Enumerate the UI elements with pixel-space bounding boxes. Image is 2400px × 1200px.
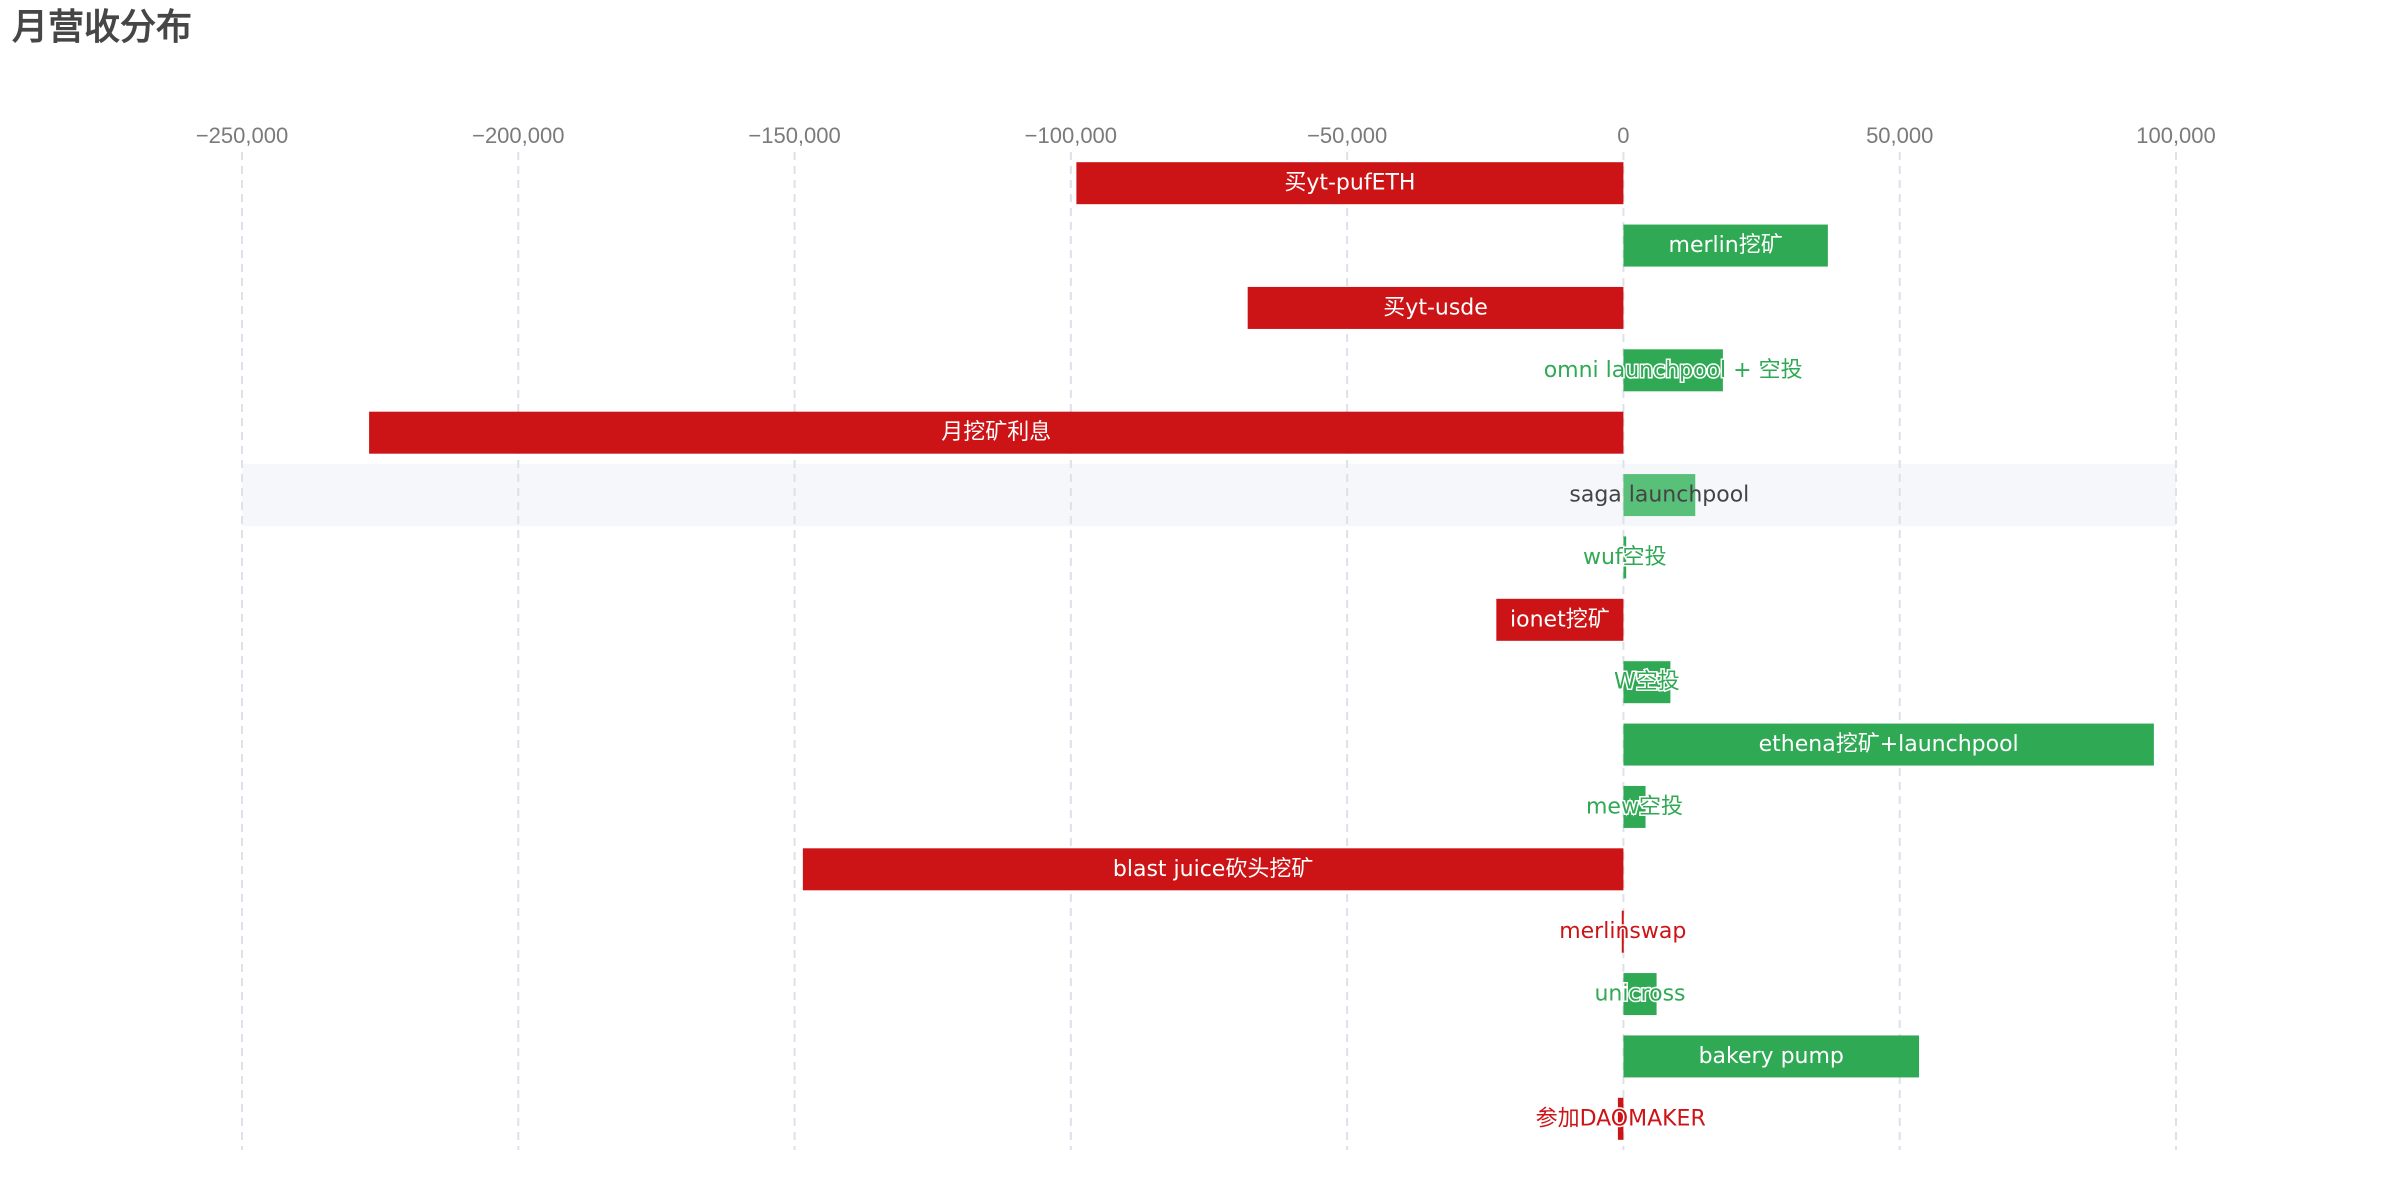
bar[interactable] (1621, 910, 1624, 953)
bar[interactable] (1617, 1097, 1624, 1140)
bars-layer (369, 162, 2154, 1140)
x-tick-label: −50,000 (1307, 123, 1387, 148)
x-tick-label: 0 (1617, 123, 1629, 148)
bar[interactable] (1623, 224, 1828, 267)
bar[interactable] (1623, 536, 1627, 579)
chart-title: 月营收分布 (12, 7, 193, 48)
bar-label: blast juice砍头挖矿 (1113, 857, 1313, 882)
bar-label: unicross (1594, 982, 1685, 1007)
x-tick-label: −200,000 (472, 123, 564, 148)
bar-label: ethena挖矿+launchpool (1759, 732, 2019, 757)
x-tick-label: −250,000 (196, 123, 288, 148)
bar-label: omni launchpool + 空投 (1544, 358, 1803, 383)
bar-label: saga launchpool (1569, 483, 1749, 508)
bar-label: merlin挖矿 (1669, 233, 1783, 258)
bar-label: 买yt-usde (1383, 295, 1488, 320)
x-tick-label: −150,000 (748, 123, 840, 148)
bar[interactable] (1623, 1035, 1920, 1078)
bar-label: ionet挖矿 (1510, 607, 1610, 632)
bar[interactable] (1623, 661, 1671, 704)
bar-label: 买yt-pufETH (1284, 171, 1415, 196)
bar-label: W空投 (1614, 670, 1680, 695)
bar[interactable] (1623, 349, 1723, 392)
bar[interactable] (1247, 286, 1624, 329)
x-tick-label: 100,000 (2136, 123, 2216, 148)
bar[interactable] (802, 848, 1624, 891)
bar[interactable] (1623, 785, 1646, 828)
highlight-band-layer (242, 463, 2176, 527)
bar-label: wuf空投 (1583, 545, 1667, 570)
highlight-band (242, 463, 2176, 527)
bar-label: 参加DAOMAKER (1536, 1106, 1706, 1131)
bar-label: bakery pump (1699, 1044, 1844, 1069)
bar-label: mew空投 (1586, 794, 1683, 819)
bar[interactable] (1623, 723, 2154, 766)
bar[interactable] (1496, 598, 1624, 641)
bar[interactable] (1076, 162, 1624, 205)
x-tick-label: 50,000 (1866, 123, 1933, 148)
bar[interactable] (1623, 474, 1696, 517)
bar[interactable] (369, 411, 1624, 454)
x-axis-tick-labels: −250,000 −200,000 −150,000 −100,000 −50,000 0… (196, 123, 2216, 148)
bar[interactable] (1623, 973, 1657, 1016)
bar-label: 月挖矿利息 (941, 420, 1051, 445)
grid-layer (241, 152, 2177, 1150)
x-tick-label: −100,000 (1025, 123, 1117, 148)
bar-label: merlinswap (1559, 919, 1686, 944)
